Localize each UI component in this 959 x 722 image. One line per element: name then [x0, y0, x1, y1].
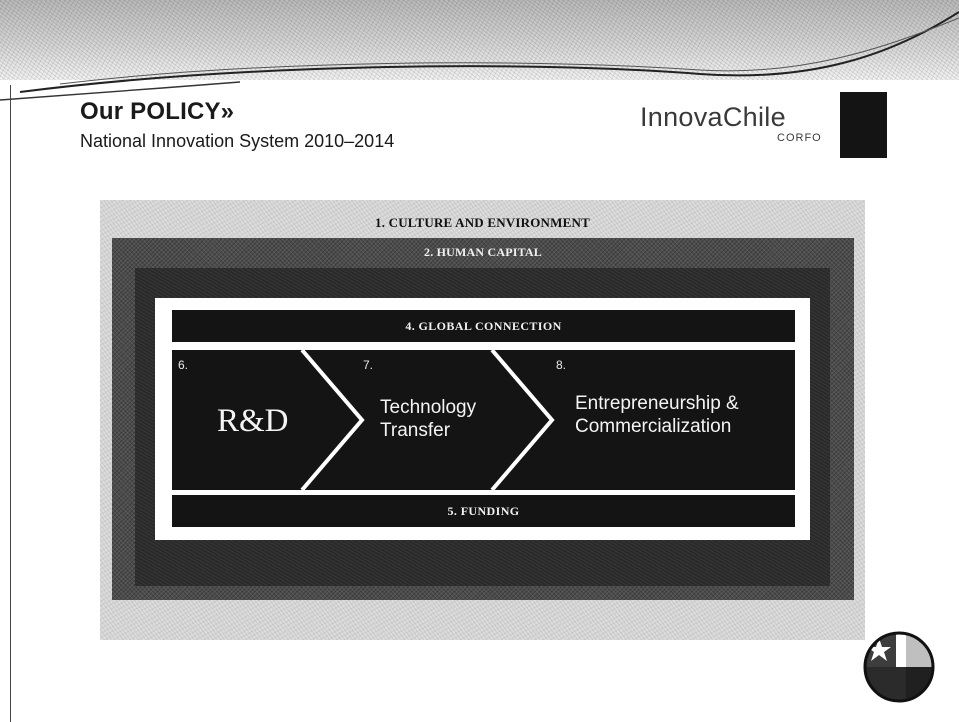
- stage-entrepreneurship: Entrepreneurship & Commercialization: [575, 393, 739, 439]
- culture-environment-label: 1. CULTURE AND ENVIRONMENT: [375, 215, 590, 230]
- slide-title: Our POLICY»: [80, 98, 235, 125]
- left-border-line: [10, 85, 11, 722]
- stage-ec-line-1: Entrepreneurship &: [575, 393, 739, 414]
- stage-technology-transfer: Technology Transfer: [380, 397, 476, 443]
- human-capital-label: 2. HUMAN CAPITAL: [424, 245, 542, 259]
- funding-bar: 5. FUNDING: [172, 495, 795, 527]
- stage-tt-line-1: Technology: [380, 397, 477, 418]
- header-swoosh: [0, 11, 959, 101]
- stage-chevrons: [172, 350, 795, 490]
- stage-number-tech-transfer: 7.: [363, 358, 374, 372]
- stage-rd-label: R&D: [217, 403, 289, 439]
- stage-ec-line-2: Commercialization: [575, 415, 732, 437]
- innovachile-logo-text: InnovaChile: [640, 102, 786, 132]
- stage-rd: R&D: [217, 402, 289, 442]
- stage-tt-line-2: Transfer: [380, 419, 451, 441]
- chile-flag-globe-icon: [863, 631, 935, 703]
- corfo-logo-text: CORFO: [777, 132, 822, 144]
- stage-number-rd: 6.: [178, 358, 189, 372]
- logo-dark-square: [840, 92, 887, 158]
- stage-number-entrepreneurship: 8.: [556, 358, 567, 372]
- slide-subtitle: National Innovation System 2010–2014: [80, 131, 395, 151]
- global-connection-bar: 4. GLOBAL CONNECTION: [172, 310, 795, 342]
